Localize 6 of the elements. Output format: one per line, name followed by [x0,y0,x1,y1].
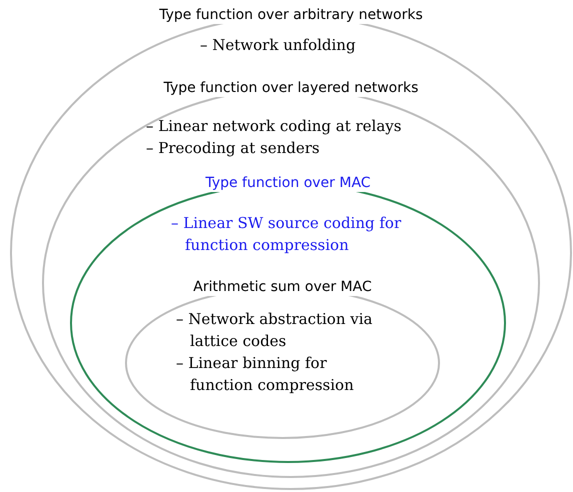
list-item: – Network abstraction via lattice codes [176,309,374,352]
list-item: – Network unfolding [200,35,356,56]
list-item: – Linear SW source coding for function compression [171,213,402,256]
list-item: – Linear network coding at relays [146,116,402,137]
list-item: – Linear binning for function compression [176,353,355,396]
list-item: – Precoding at senders [146,138,320,159]
